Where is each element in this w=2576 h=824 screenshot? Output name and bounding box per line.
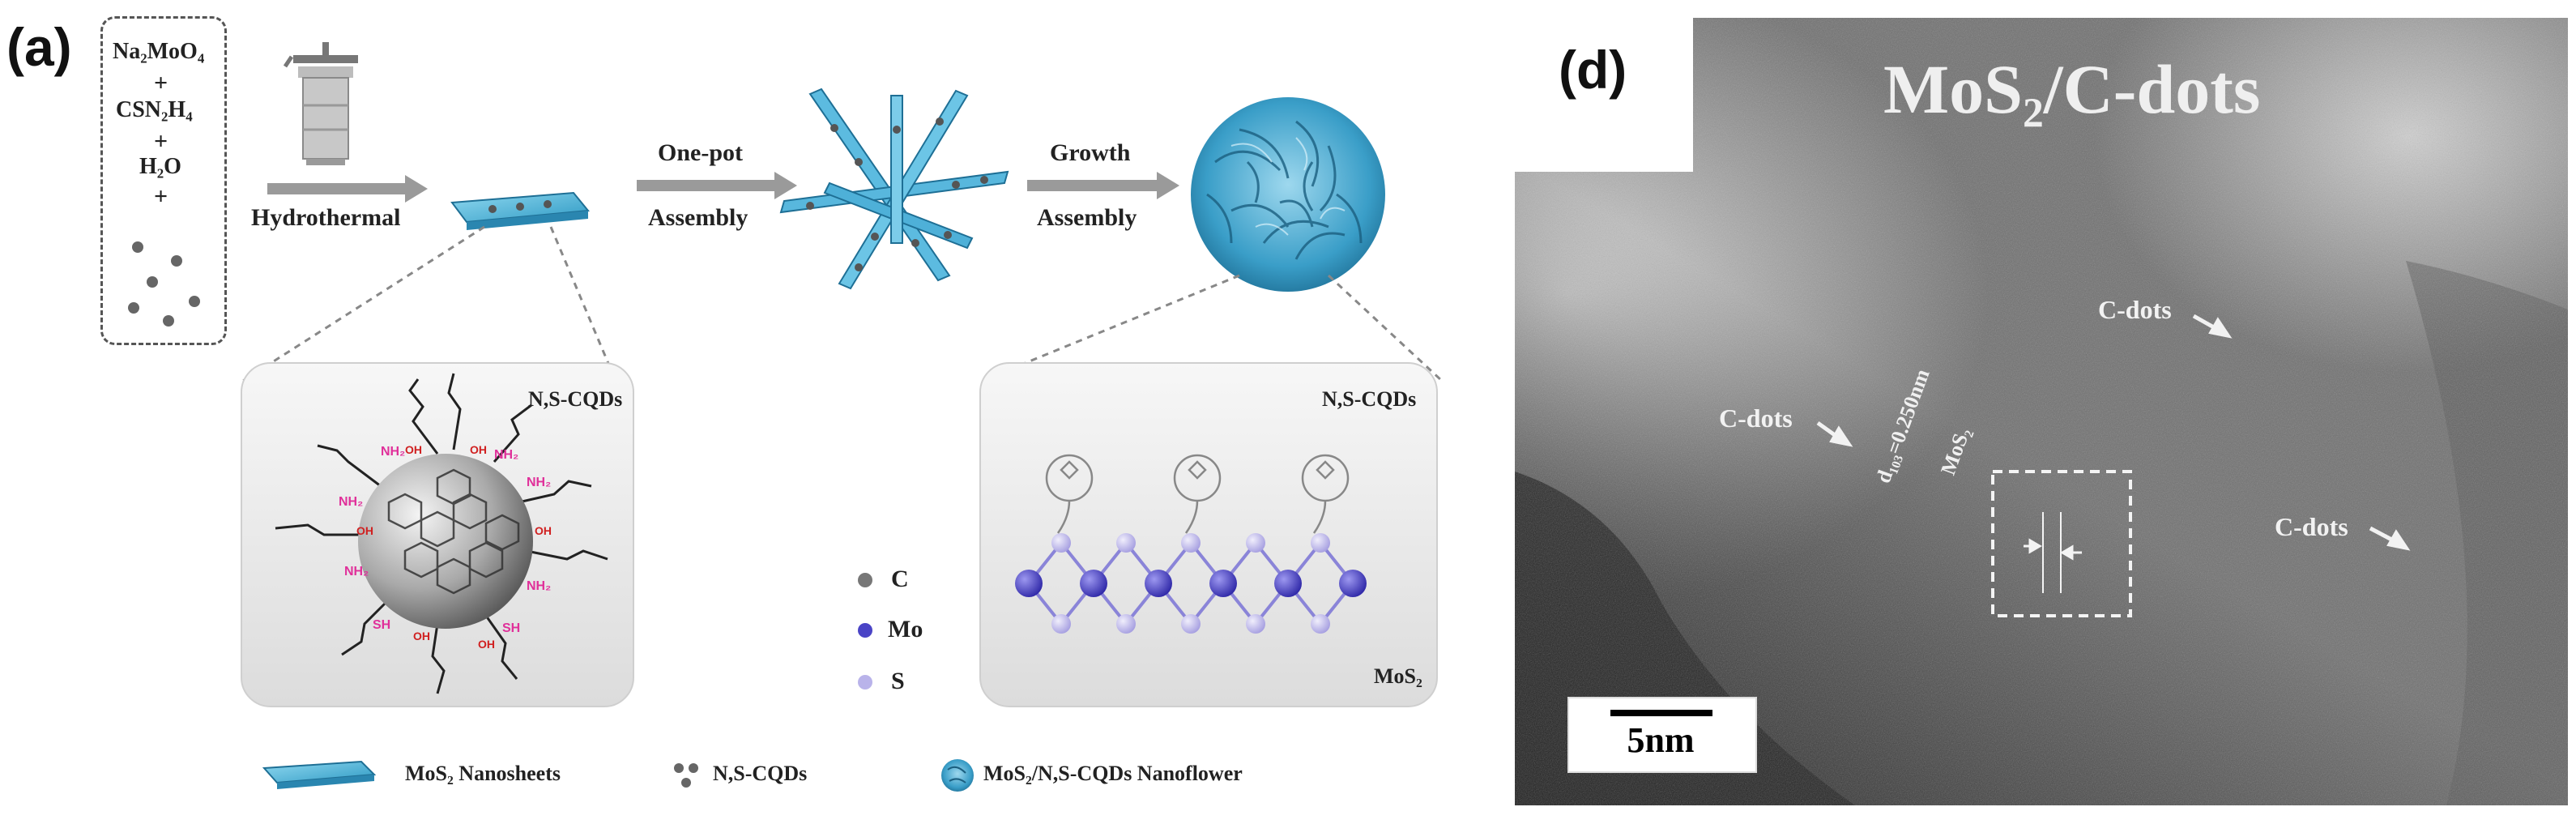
step-one-pot-label: One-pot xyxy=(658,139,743,166)
star-assembly-icon xyxy=(779,88,1009,290)
svg-text:OH: OH xyxy=(356,524,373,537)
precursor-csn2h4: CSN₂H₄ xyxy=(116,97,193,122)
legend-cqd-icon xyxy=(674,763,698,788)
svg-text:NH₂: NH₂ xyxy=(527,579,551,593)
legend-nanoflower-label: MoS₂/N,S-CQDs Nanoflower xyxy=(983,762,1243,785)
cdots-arrows xyxy=(1816,314,2411,551)
tem-title: MoS₂/C-dots xyxy=(1883,50,2261,128)
inset-left-title: N,S-CQDs xyxy=(528,387,623,411)
precursor-plus-1: + xyxy=(154,70,168,96)
lattice-box xyxy=(1991,470,2132,617)
cdots-label-1: C-dots xyxy=(2098,295,2172,324)
precursor-na2moo4: Na₂MoO₄ xyxy=(113,39,205,64)
atom-mo-dot xyxy=(858,623,872,638)
step-assembly-label-1: Assembly xyxy=(648,204,748,231)
svg-text:NH₂: NH₂ xyxy=(527,476,551,489)
inset-right-title: N,S-CQDs xyxy=(1322,387,1417,411)
synthesis-schematic: NH₂ NH₂ NH₂ NH₂ NH₂ NH₂ SH SH OH OH OH OH OH OH xyxy=(128,42,1444,792)
precursor-box xyxy=(100,16,227,345)
atom-legend-mo: Mo xyxy=(888,616,923,643)
precursor-dots xyxy=(128,241,200,327)
scale-bar-label: 5nm xyxy=(1627,720,1695,760)
svg-text:NH₂: NH₂ xyxy=(339,495,363,509)
svg-text:OH: OH xyxy=(405,443,422,456)
atom-c-dot xyxy=(858,573,872,587)
svg-text:NH₂: NH₂ xyxy=(381,445,405,459)
tem-image xyxy=(1515,18,2568,805)
cdots-label-2: C-dots xyxy=(1719,403,1793,433)
tem-annotations xyxy=(1816,314,2411,617)
svg-text:OH: OH xyxy=(413,630,430,643)
panel-d-label: (d) xyxy=(1559,40,1627,100)
atom-legend-c: C xyxy=(891,566,909,592)
arrow-hydrothermal xyxy=(267,175,428,203)
nanoflower-icon xyxy=(1191,97,1385,292)
lattice-arrows xyxy=(2024,512,2082,593)
legend-nanosheets-label: MoS₂ Nanosheets xyxy=(405,762,561,785)
arrow-growth xyxy=(1027,172,1179,199)
scale-bar xyxy=(1610,710,1712,716)
tem-texture xyxy=(1515,18,2568,805)
precursor-plus-3: + xyxy=(154,183,168,210)
cdots-label-3: C-dots xyxy=(2275,512,2348,541)
atom-s-dot xyxy=(858,675,872,690)
svg-text:NH₂: NH₂ xyxy=(494,448,518,462)
svg-text:OH: OH xyxy=(535,524,552,537)
legend-nanosheet-icon xyxy=(262,760,377,789)
panel-d-label-bg xyxy=(1515,18,1693,172)
arrow-one-pot xyxy=(637,172,797,199)
step-assembly-label-2: Assembly xyxy=(1037,204,1137,231)
mos2-inset-right xyxy=(979,362,1438,707)
svg-text:NH₂: NH₂ xyxy=(344,565,369,579)
nanosheet-icon xyxy=(450,191,590,230)
cqd-inset-left: NH₂ NH₂ NH₂ NH₂ NH₂ NH₂ SH SH OH OH OH OH OH OH xyxy=(241,362,634,707)
panel-a-label: (a) xyxy=(6,17,72,77)
svg-text:OH: OH xyxy=(478,638,495,651)
precursor-plus-2: + xyxy=(154,128,168,155)
svg-text:SH: SH xyxy=(373,618,390,632)
atom-legend-s: S xyxy=(891,668,905,694)
legend-cqds-label: N,S-CQDs xyxy=(713,762,808,785)
step-growth-label: Growth xyxy=(1050,139,1131,166)
precursor-h2o: H₂O xyxy=(139,154,181,179)
inset-right-material: MoS₂ xyxy=(1374,664,1422,688)
scale-bar-box xyxy=(1567,697,1757,773)
step-hydrothermal-label: Hydrothermal xyxy=(251,204,401,231)
legend-nanoflower-icon xyxy=(941,759,974,792)
svg-text:SH: SH xyxy=(502,621,520,635)
autoclave-icon xyxy=(283,42,358,165)
svg-text:OH: OH xyxy=(470,443,487,456)
